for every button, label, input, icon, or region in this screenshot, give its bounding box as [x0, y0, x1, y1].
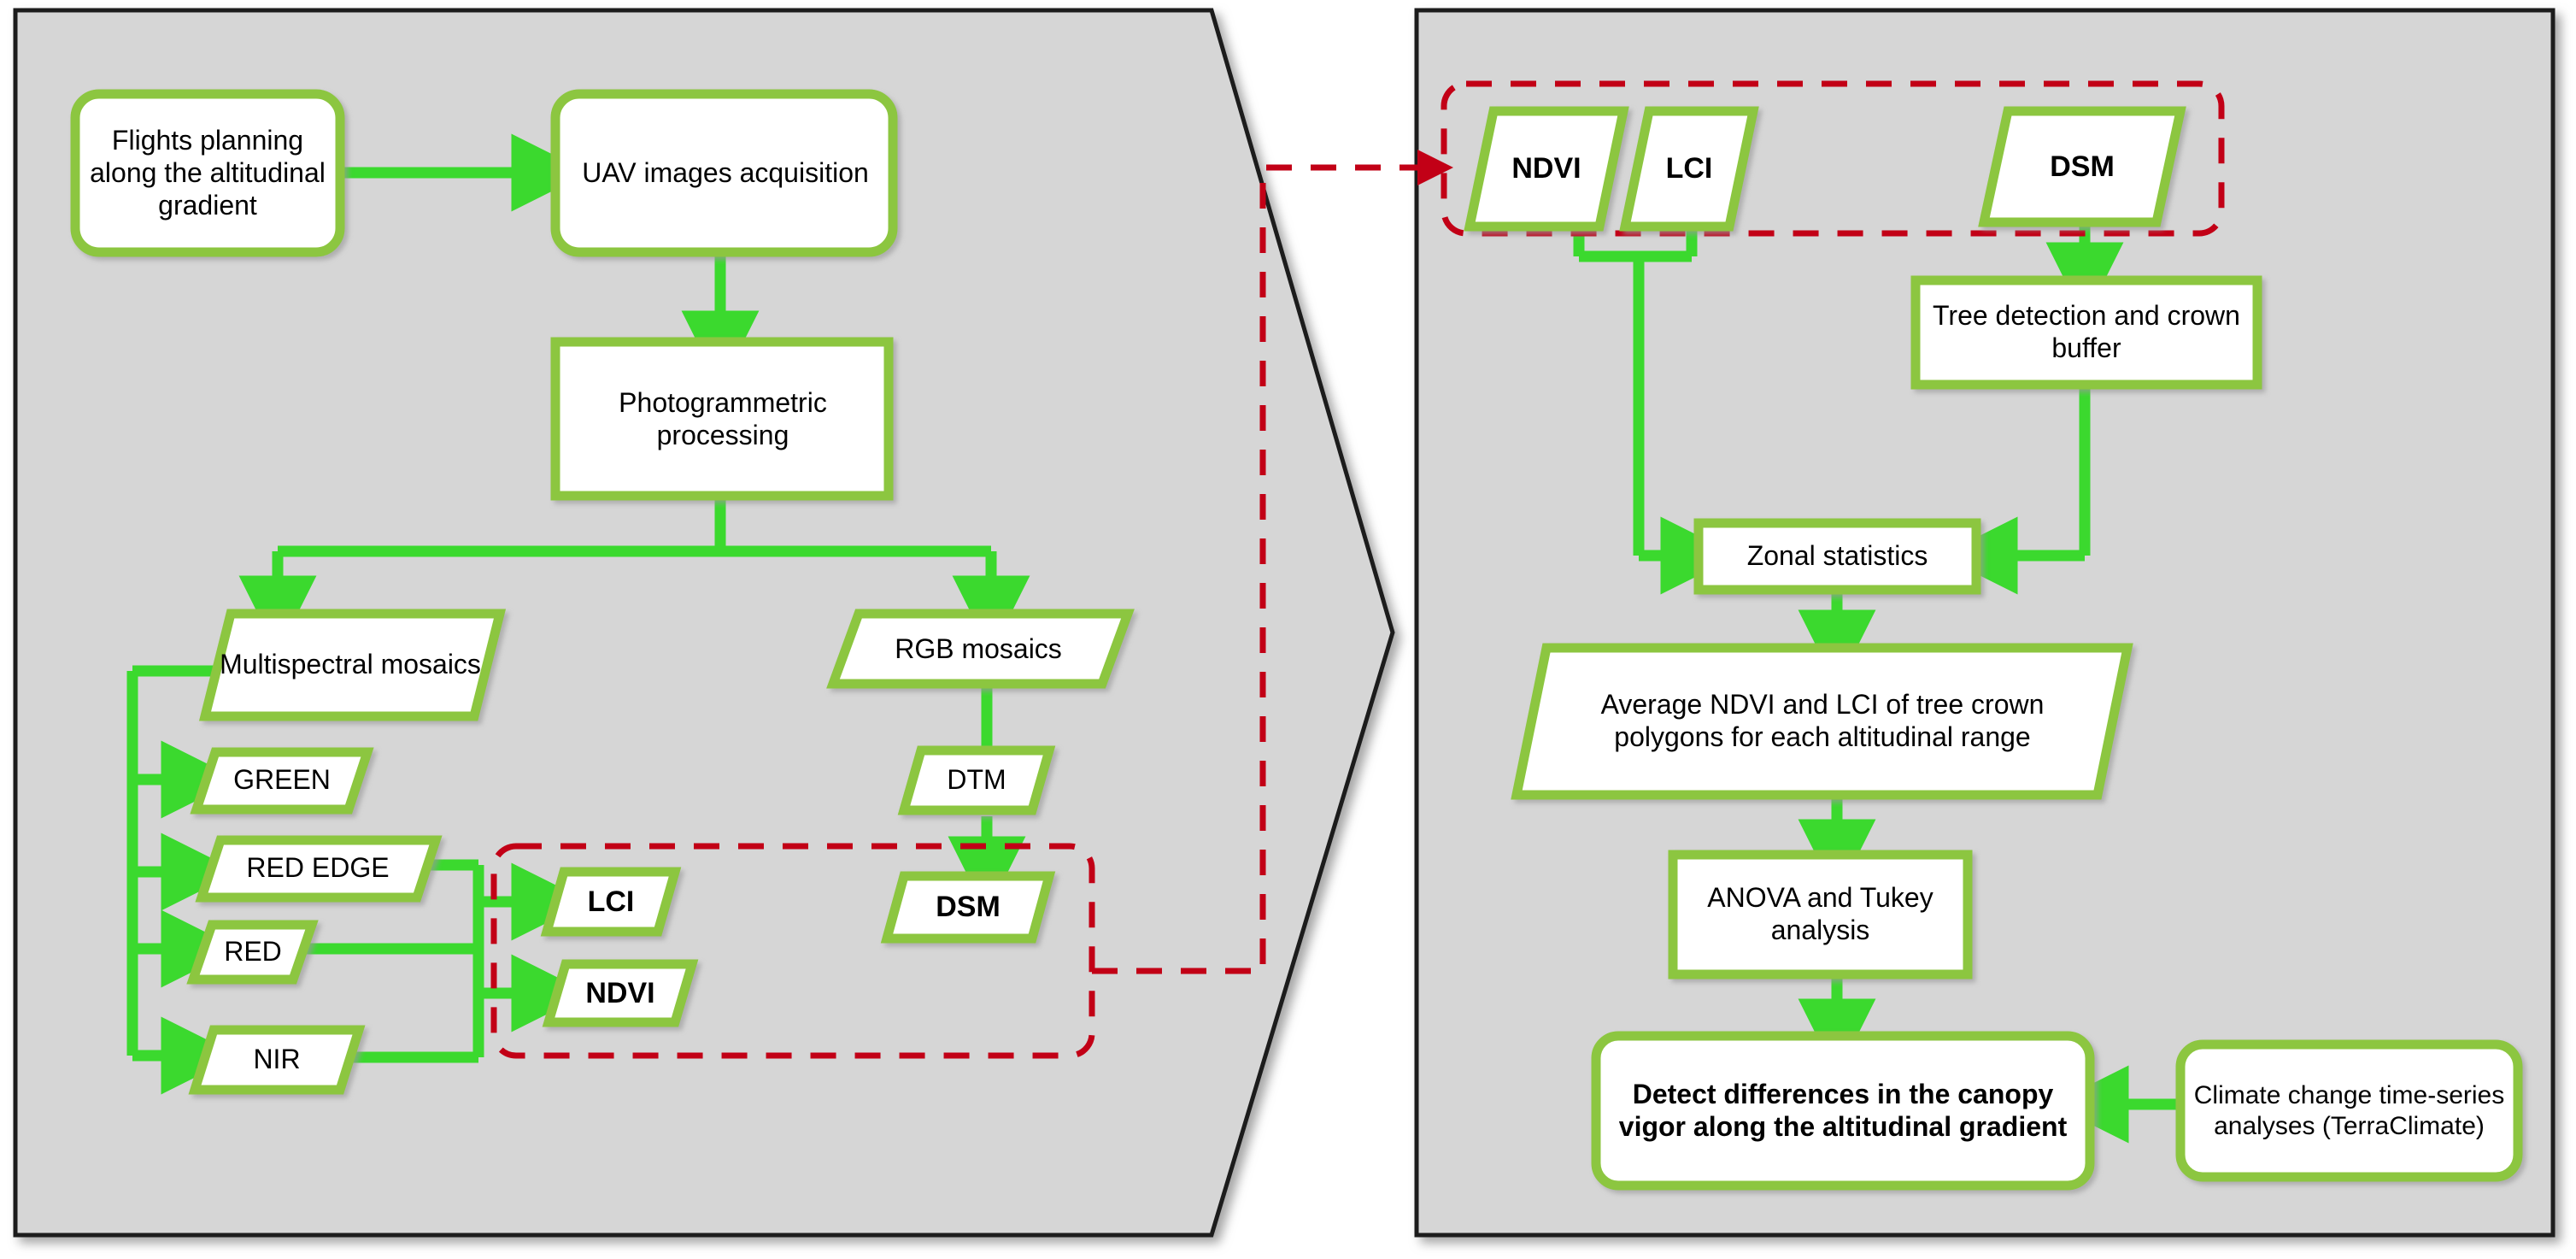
node-shape-photogrammetric[interactable]: [550, 337, 894, 501]
node-shape-dtm[interactable]: [897, 745, 1056, 815]
left-panel-connectors: [126, 133, 1030, 1095]
node-shape-red[interactable]: [186, 920, 319, 985]
node-shape-ndvi-right[interactable]: [1464, 106, 1629, 232]
node-shape-lci-left[interactable]: [540, 867, 682, 937]
node-shape-dsm-right[interactable]: [1978, 106, 2186, 227]
node-shape-average[interactable]: [1511, 643, 2133, 800]
node-shape-ndvi-left[interactable]: [542, 959, 699, 1027]
node-shape-uav-images[interactable]: [550, 89, 898, 257]
node-shape-climate[interactable]: [2175, 1039, 2523, 1182]
right-highlight-dashed-box: [1441, 80, 2225, 237]
node-shape-dsm-left[interactable]: [880, 871, 1056, 944]
node-shape-multispectral[interactable]: [198, 609, 507, 721]
left-panel-shapes: [70, 89, 1135, 1095]
node-shape-green[interactable]: [190, 747, 374, 815]
node-shape-red-edge[interactable]: [195, 835, 443, 903]
right-panel-shapes: [1464, 106, 2523, 1191]
node-shape-rgb-mosaics[interactable]: [826, 609, 1135, 689]
node-shape-tree-detection[interactable]: [1910, 275, 2262, 390]
node-shape-detect[interactable]: [1591, 1031, 2095, 1191]
left-panel-background: [13, 8, 1395, 1238]
left-highlight-dashed-box: [490, 843, 1095, 1059]
node-shape-flights-planning[interactable]: [70, 89, 345, 257]
node-shape-anova[interactable]: [1668, 850, 1973, 980]
node-shape-zonal-statistics[interactable]: [1693, 518, 1981, 595]
node-shape-lci-right[interactable]: [1619, 106, 1759, 232]
node-shape-nir[interactable]: [188, 1025, 366, 1095]
